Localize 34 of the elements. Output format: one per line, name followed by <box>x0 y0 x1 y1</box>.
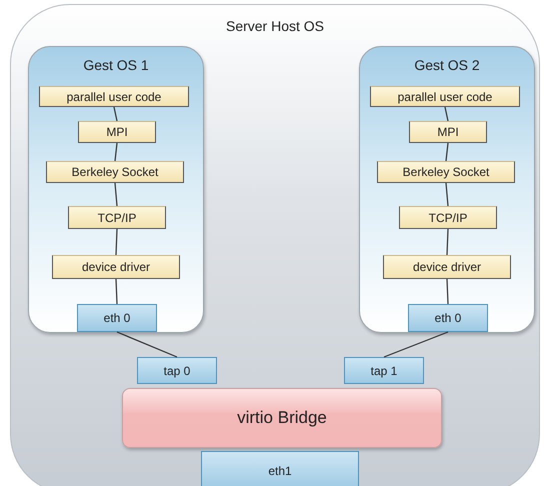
connector-line <box>114 142 118 162</box>
bridge-box: virtio Bridge <box>122 388 442 448</box>
interface-box: eth1 <box>201 451 359 486</box>
connector-line <box>446 228 449 256</box>
connector-line <box>114 182 118 206</box>
connector-line <box>445 142 449 162</box>
connector-line <box>384 331 448 358</box>
interface-box: tap 1 <box>344 357 424 384</box>
interface-box: tap 0 <box>137 357 217 384</box>
guest-panel <box>28 46 204 333</box>
interface-box: eth 0 <box>408 304 488 332</box>
connector-line <box>115 278 118 304</box>
interface-box: eth 0 <box>77 304 157 332</box>
layer-box: parallel user code <box>370 86 520 107</box>
layer-box: parallel user code <box>39 86 189 107</box>
layer-box: TCP/IP <box>399 206 497 229</box>
panel-title: Gest OS 2 <box>413 57 481 73</box>
panel-title: Gest OS 1 <box>82 57 150 73</box>
connector-line <box>444 106 449 122</box>
connector-line <box>445 182 449 206</box>
panel-title: Server Host OS <box>224 18 326 34</box>
guest-panel <box>359 46 535 333</box>
connector-line <box>115 228 118 256</box>
connector-line <box>116 331 178 358</box>
layer-box: Berkeley Socket <box>377 161 515 183</box>
layer-box: device driver <box>52 255 180 279</box>
host-panel <box>10 4 540 486</box>
layer-box: MPI <box>409 121 487 143</box>
connector-line <box>113 106 118 122</box>
layer-box: Berkeley Socket <box>46 161 184 183</box>
layer-box: TCP/IP <box>68 206 166 229</box>
connector-line <box>446 278 449 304</box>
layer-box: MPI <box>78 121 156 143</box>
layer-box: device driver <box>383 255 511 279</box>
